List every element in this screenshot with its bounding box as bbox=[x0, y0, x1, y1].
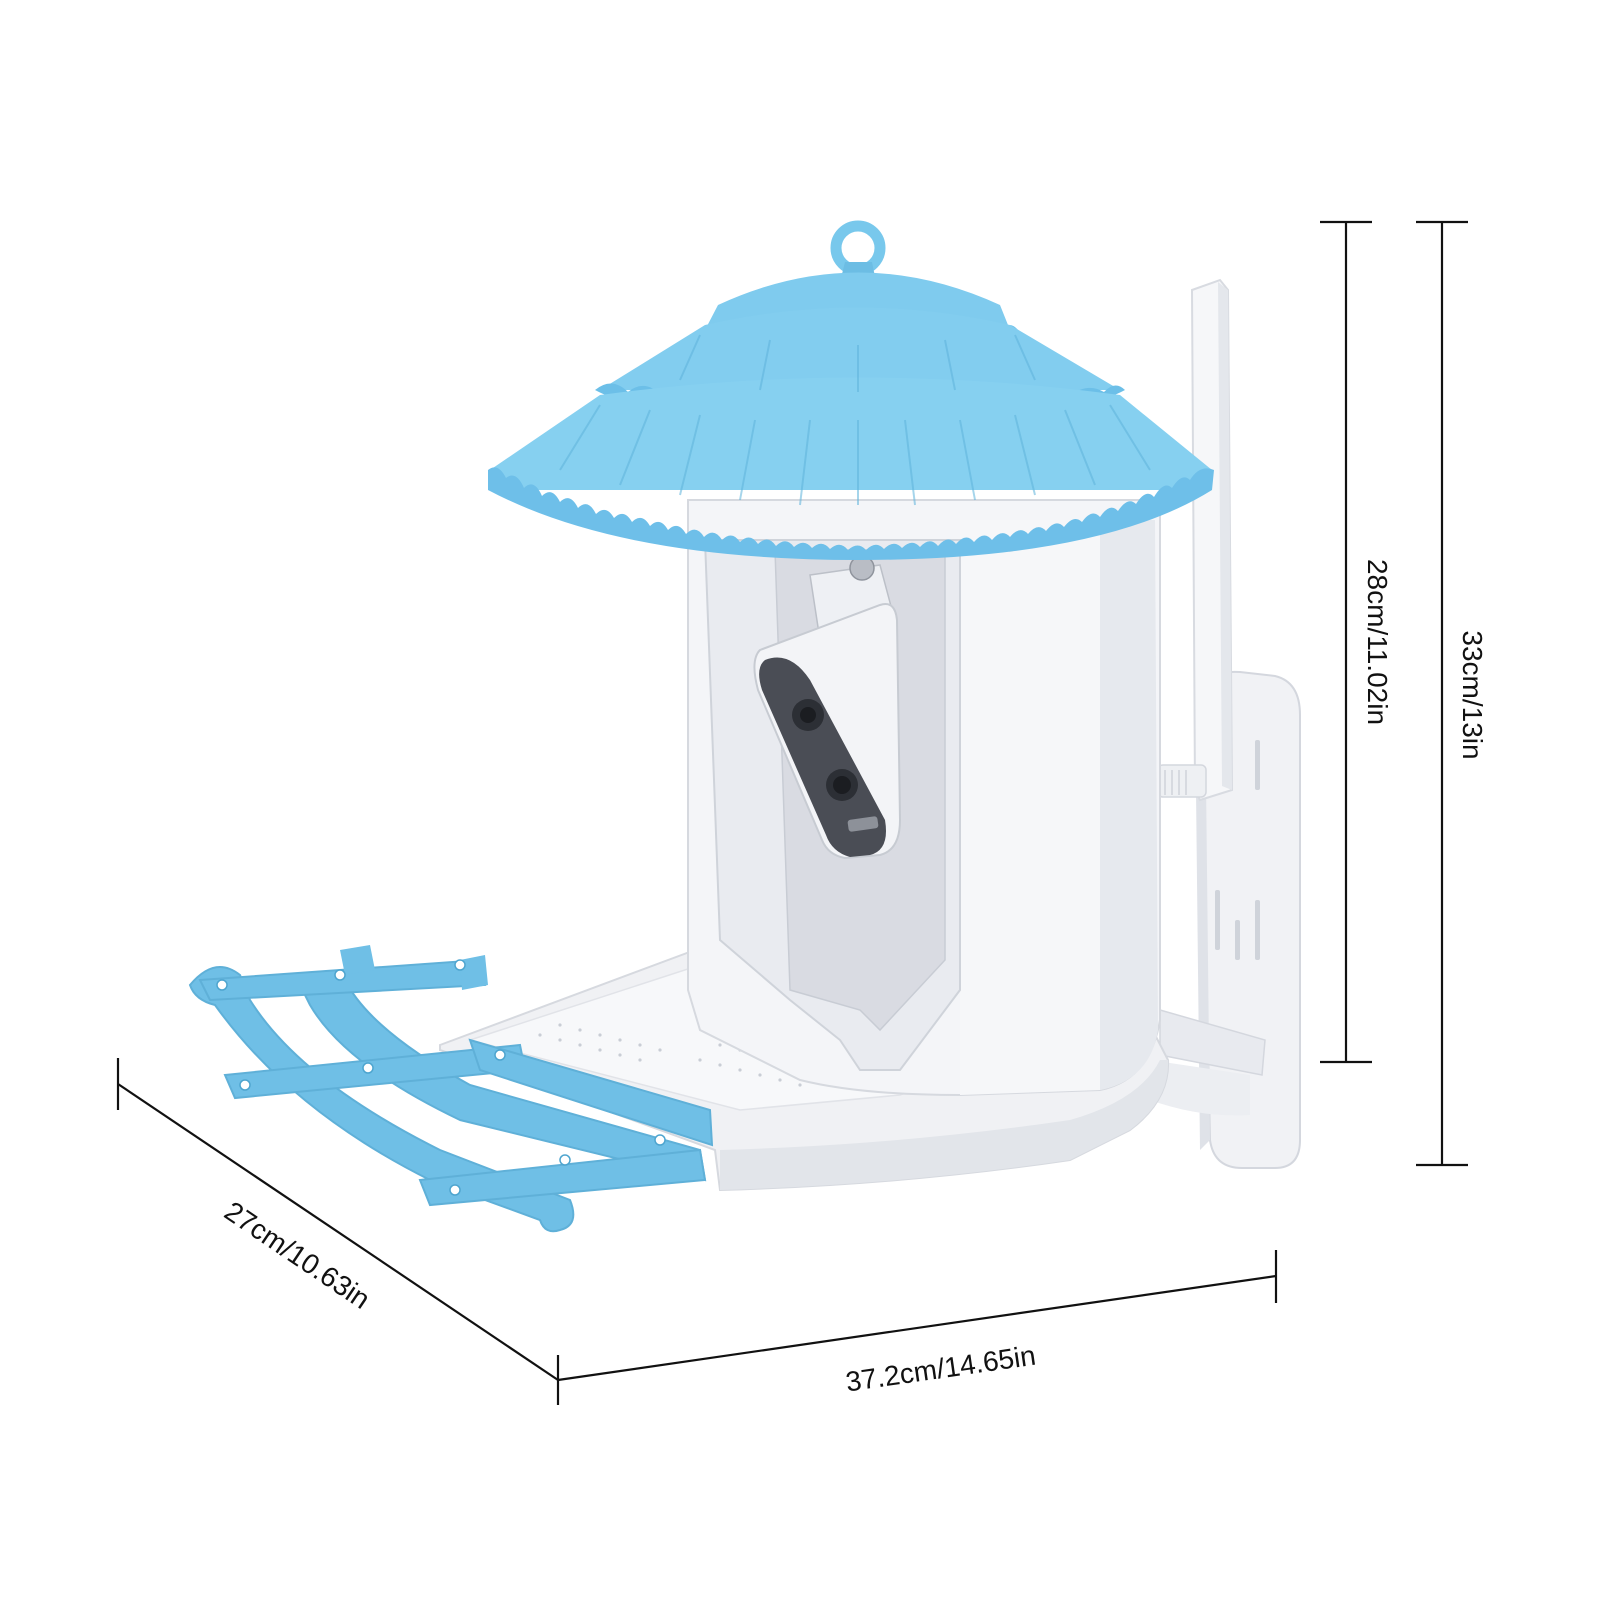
dimension-height-body: 28cm/11.02in bbox=[1320, 220, 1393, 1064]
dimension-height-antenna: 33cm/13in bbox=[1416, 220, 1488, 1167]
feeder-body bbox=[687, 499, 1161, 1097]
perch-rail bbox=[188, 945, 714, 1233]
camera-module bbox=[753, 555, 902, 860]
perch-holes bbox=[216, 959, 666, 1196]
height-antenna-label: 33cm/13in bbox=[1457, 630, 1488, 759]
width-label: 37.2cm/14.65in bbox=[844, 1340, 1038, 1398]
roof-ridges bbox=[559, 334, 1151, 506]
wall-mount-bracket bbox=[1150, 670, 1301, 1169]
height-body-label: 28cm/11.02in bbox=[1362, 559, 1393, 725]
antenna bbox=[1157, 278, 1234, 802]
roof bbox=[488, 220, 1214, 560]
dimension-width: 37.2cm/14.65in bbox=[557, 1250, 1278, 1398]
bird-feeder-illustration bbox=[188, 220, 1301, 1233]
depth-label: 27cm/10.63in bbox=[219, 1195, 376, 1315]
